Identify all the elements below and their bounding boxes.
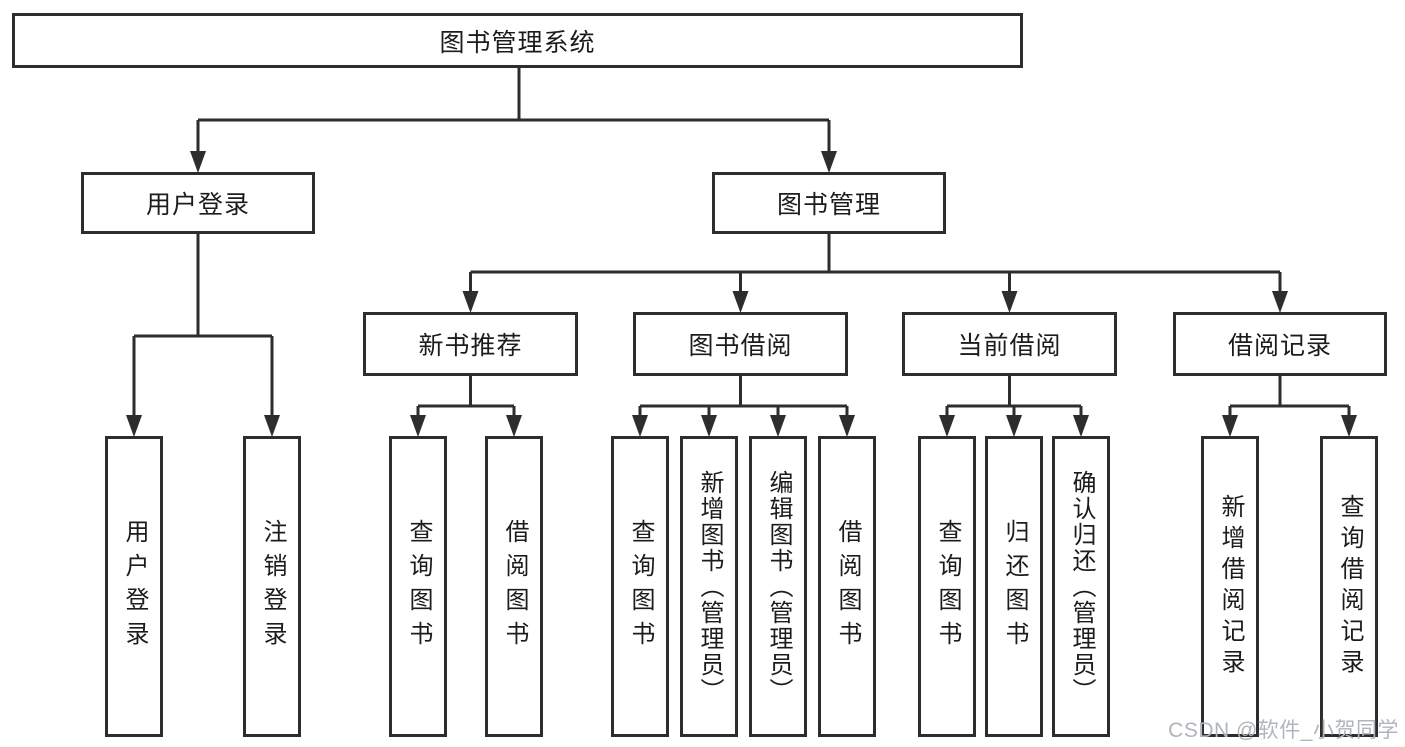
leaf-borrow-add-books-admin: 新增图书（管理员） [680,436,738,737]
node-book-borrow: 图书借阅 [633,312,848,376]
leaf-current-query-books: 查询图书 [918,436,976,737]
leaf-logout: 注销登录 [243,436,301,737]
leaf-current-confirm-return-admin: 确认归还（管理员） [1052,436,1110,737]
watermark-text: CSDN @软件_小贺同学 [1168,719,1399,742]
node-current-borrow: 当前借阅 [902,312,1117,376]
leaf-borrow-query-books: 查询图书 [611,436,669,737]
leaf-recommend-query-books: 查询图书 [389,436,447,737]
leaf-borrow-edit-books-admin: 编辑图书（管理员） [749,436,807,737]
leaf-borrow-borrow-books: 借阅图书 [818,436,876,737]
leaf-records-add-record: 新增借阅记录 [1201,436,1259,737]
node-user-login: 用户登录 [81,172,315,234]
node-root-system: 图书管理系统 [12,13,1023,68]
node-book-management: 图书管理 [712,172,946,234]
leaf-user-login: 用户登录 [105,436,163,737]
leaf-current-return-books: 归还图书 [985,436,1043,737]
leaf-records-query-record: 查询借阅记录 [1320,436,1378,737]
node-new-book-recommend: 新书推荐 [363,312,578,376]
leaf-recommend-borrow-books: 借阅图书 [485,436,543,737]
node-borrow-records: 借阅记录 [1173,312,1387,376]
